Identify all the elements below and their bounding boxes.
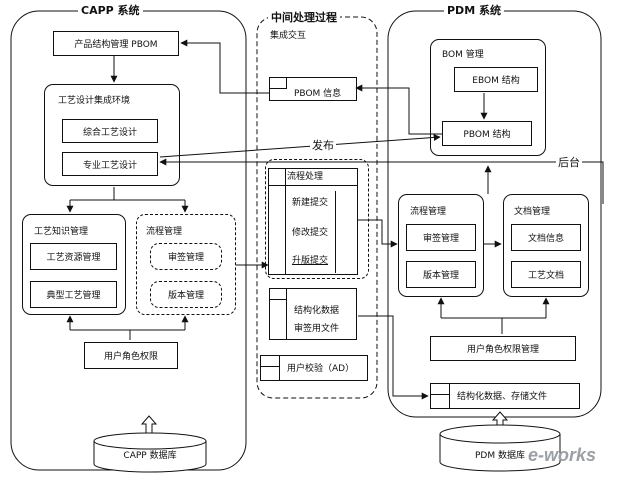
pdm-ebom-box: EBOM 结构 xyxy=(454,67,538,92)
flow-process-title: 流程处理 xyxy=(287,172,324,182)
struct-data-box: 结构化数据 审签用文件 xyxy=(269,288,357,340)
sign-file-label: 审签用文件 xyxy=(294,324,340,334)
pbom-info-label: PBOM 信息 xyxy=(294,89,342,99)
flow-process-box: 流程处理 新建提交 修改提交 升版提交 xyxy=(268,168,358,275)
struct-data-divider xyxy=(286,289,287,339)
user-auth-tab xyxy=(260,355,280,367)
pdm-storage-label: 结构化数据、存储文件 xyxy=(457,392,548,402)
pdm-column-title: PDM 系统 xyxy=(444,5,504,16)
capp-general-design-box: 综合工艺设计 xyxy=(62,119,158,143)
user-auth-label: 用户校验（AD） xyxy=(287,364,355,374)
flow-process-header-line xyxy=(269,185,357,186)
modify-submit-item: 修改提交 xyxy=(291,227,328,238)
pdm-pbom-box: PBOM 结构 xyxy=(442,121,532,146)
struct-data-label: 结构化数据 xyxy=(294,306,340,316)
capp-design-env-group xyxy=(44,84,180,186)
capp-flow-mgmt-group xyxy=(136,214,236,315)
capp-special-design-box: 专业工艺设计 xyxy=(62,152,158,176)
pbom-info-box: PBOM 信息 xyxy=(269,77,357,101)
middle-column-title: 中间处理过程 xyxy=(268,12,340,23)
pdm-process-doc-box: 工艺文档 xyxy=(511,261,581,288)
pdm-role-perm-box: 用户角色权限管理 xyxy=(430,336,576,361)
capp-design-env-title: 工艺设计集成环境 xyxy=(58,96,131,106)
flow-process-divider xyxy=(285,169,286,274)
pdm-storage-tab xyxy=(430,383,450,395)
pbom-info-tab xyxy=(269,77,287,89)
pdm-doc-mgmt-title: 文档管理 xyxy=(514,207,551,217)
user-auth-box: 用户校验（AD） xyxy=(260,355,368,381)
capp-user-role-box: 用户角色权限 xyxy=(84,342,178,369)
backend-label: 后台 xyxy=(556,156,582,169)
upgrade-submit-item: 升版提交 xyxy=(291,255,328,266)
capp-database-label: CAPP 数据库 xyxy=(123,451,177,461)
flow-process-right-bar xyxy=(335,191,336,273)
publish-label: 发布 xyxy=(310,139,336,152)
capp-knowledge-mgmt-group xyxy=(22,214,126,315)
pdm-storage-divider xyxy=(449,384,450,408)
pdm-flow-mgmt-group xyxy=(398,194,484,297)
capp-knowledge-mgmt-title: 工艺知识管理 xyxy=(34,227,89,237)
pdm-doc-mgmt-group xyxy=(503,194,589,297)
capp-sign-mgmt-box: 审签管理 xyxy=(150,243,222,270)
pdm-database-label: PDM 数据库 xyxy=(475,451,525,461)
user-auth-divider xyxy=(279,356,280,380)
capp-resource-mgmt-box: 工艺资源管理 xyxy=(30,243,117,270)
pdm-flow-mgmt-title: 流程管理 xyxy=(410,207,447,217)
pdm-sign-mgmt-box: 审签管理 xyxy=(406,224,476,251)
pdm-doc-info-box: 文档信息 xyxy=(511,224,581,251)
struct-data-tab xyxy=(269,288,287,300)
capp-column-title: CAPP 系统 xyxy=(78,5,143,16)
pdm-storage-box: 结构化数据、存储文件 xyxy=(430,383,580,409)
flow-process-group xyxy=(265,159,369,279)
capp-pbom-mgmt-box: 产品结构管理 PBOM xyxy=(53,31,179,56)
pdm-bom-mgmt-group xyxy=(430,39,546,156)
capp-version-mgmt-box: 版本管理 xyxy=(150,281,222,308)
middle-column-subtitle: 集成交互 xyxy=(270,31,307,41)
capp-typical-mgmt-box: 典型工艺管理 xyxy=(30,281,117,308)
capp-flow-mgmt-title: 流程管理 xyxy=(146,227,183,237)
eworks-watermark-logo: e-works xyxy=(528,445,597,465)
pdm-bom-mgmt-title: BOM 管理 xyxy=(442,50,484,60)
new-submit-item: 新建提交 xyxy=(291,197,328,208)
pdm-version-mgmt-box: 版本管理 xyxy=(406,261,476,288)
